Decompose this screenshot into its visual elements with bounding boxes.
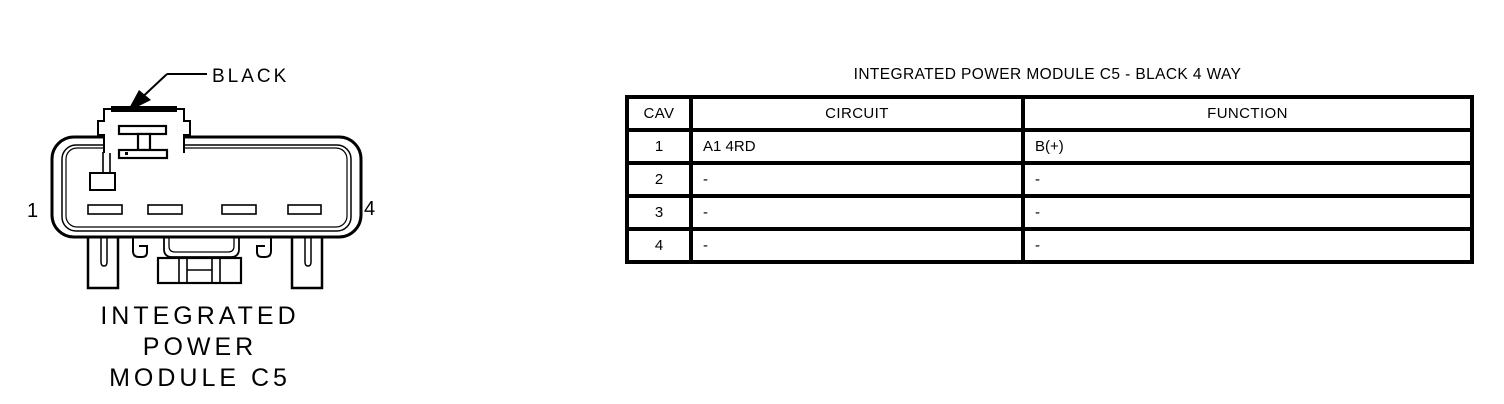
connector-diagram: BLACK 1 4 INTEGRATED POWER MODULE C5 <box>27 66 375 392</box>
mounting-legs <box>86 236 324 290</box>
col-header-function: FUNCTION <box>1021 95 1474 132</box>
table-row: 3 - - <box>625 194 1474 231</box>
terminal-slot-2 <box>147 204 183 215</box>
cell-circuit-1: A1 4RD <box>689 128 1025 165</box>
cell-circuit-3: - <box>689 194 1025 231</box>
right-hook-clip <box>256 236 272 258</box>
latch-lock-bottom-bar <box>117 148 169 160</box>
cell-cav-2: 2 <box>625 161 693 198</box>
connector-color-label: BLACK <box>212 66 289 87</box>
table-header-row: CAV CIRCUIT FUNCTION <box>625 95 1474 132</box>
table-row: 2 - - <box>625 161 1474 198</box>
left-leg-slot <box>100 236 108 267</box>
terminal-slot-3 <box>221 204 257 215</box>
cell-function-3: - <box>1021 194 1474 231</box>
connector-body <box>50 135 363 239</box>
connector-body-outer-outline <box>50 135 363 239</box>
callout-arrowhead-icon <box>127 90 151 112</box>
terminal-slot-4 <box>287 204 322 215</box>
caption-line-3: MODULE C5 <box>109 364 291 392</box>
color-callout: BLACK <box>127 66 289 112</box>
cell-circuit-4: - <box>689 227 1025 264</box>
left-leg <box>86 236 120 290</box>
cell-cav-1: 1 <box>625 128 693 165</box>
cell-function-4: - <box>1021 227 1474 264</box>
retaining-clips <box>132 236 272 258</box>
pin-4-label: 4 <box>364 198 375 220</box>
keying-block <box>89 172 116 191</box>
cell-cav-4: 4 <box>625 227 693 264</box>
connector-body-inner-outline-2 <box>65 147 348 228</box>
caption-line-1: INTEGRATED <box>100 302 299 330</box>
table-row: 4 - - <box>625 227 1474 264</box>
right-leg-slot <box>304 236 312 267</box>
latch-top-bar <box>111 106 177 112</box>
center-channel-inner <box>168 236 235 253</box>
connector-caption: INTEGRATED POWER MODULE C5 <box>100 302 299 392</box>
cell-cav-3: 3 <box>625 194 693 231</box>
cell-circuit-2: - <box>689 161 1025 198</box>
latch-lock-top-bar <box>117 124 168 136</box>
caption-line-2: POWER <box>143 333 257 361</box>
cell-function-2: - <box>1021 161 1474 198</box>
right-leg <box>290 236 324 290</box>
table-title: INTEGRATED POWER MODULE C5 - BLACK 4 WAY <box>853 66 1242 83</box>
terminal-slot-1 <box>87 204 123 215</box>
cell-function-1: B(+) <box>1021 128 1474 165</box>
connector-latch <box>97 106 191 160</box>
latch-dot <box>125 152 128 155</box>
col-header-circuit: CIRCUIT <box>689 95 1025 132</box>
latch-lock-stem <box>136 132 152 152</box>
pin-1-label: 1 <box>27 200 38 222</box>
table-row: 1 A1 4RD B(+) <box>625 128 1474 165</box>
terminal-slots <box>87 204 322 215</box>
left-hook-clip <box>132 236 148 258</box>
pinout-table: CAV CIRCUIT FUNCTION 1 A1 4RD B(+) 2 - -… <box>625 95 1474 264</box>
center-mount <box>156 236 243 285</box>
col-header-cav: CAV <box>625 95 693 132</box>
center-channel-outer <box>163 236 240 258</box>
keying-detail <box>89 152 116 191</box>
connector-body-inner-outline <box>61 144 352 232</box>
